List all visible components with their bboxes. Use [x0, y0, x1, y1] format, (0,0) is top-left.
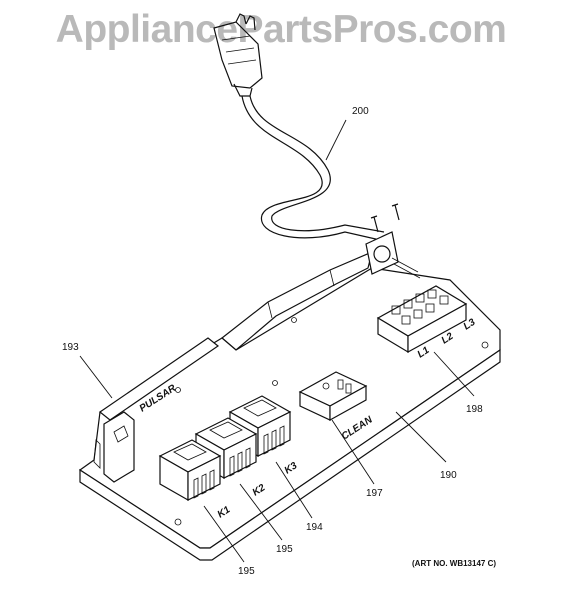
callout-195-upper: 195: [276, 544, 293, 555]
cord-clamp: [365, 231, 421, 279]
watermark-text: AppliancePartsPros.com: [55, 8, 507, 51]
leader-lines: [79, 119, 475, 563]
callout-194: 194: [306, 522, 323, 533]
art-number: (ART NO. WB13147 C): [412, 559, 496, 568]
callout-195-lower: 195: [238, 566, 255, 577]
callout-193: 193: [62, 342, 79, 353]
power-cord: [213, 13, 385, 241]
callout-197: 197: [366, 488, 383, 499]
callout-190: 190: [440, 470, 457, 481]
callout-200: 200: [352, 106, 369, 117]
clean-relay: [298, 371, 368, 422]
terminal-block: [376, 285, 468, 354]
callout-198: 198: [466, 404, 483, 415]
pulsar-module: [93, 411, 135, 483]
mounting-screws: [370, 203, 400, 233]
relay-k1: [158, 439, 222, 502]
